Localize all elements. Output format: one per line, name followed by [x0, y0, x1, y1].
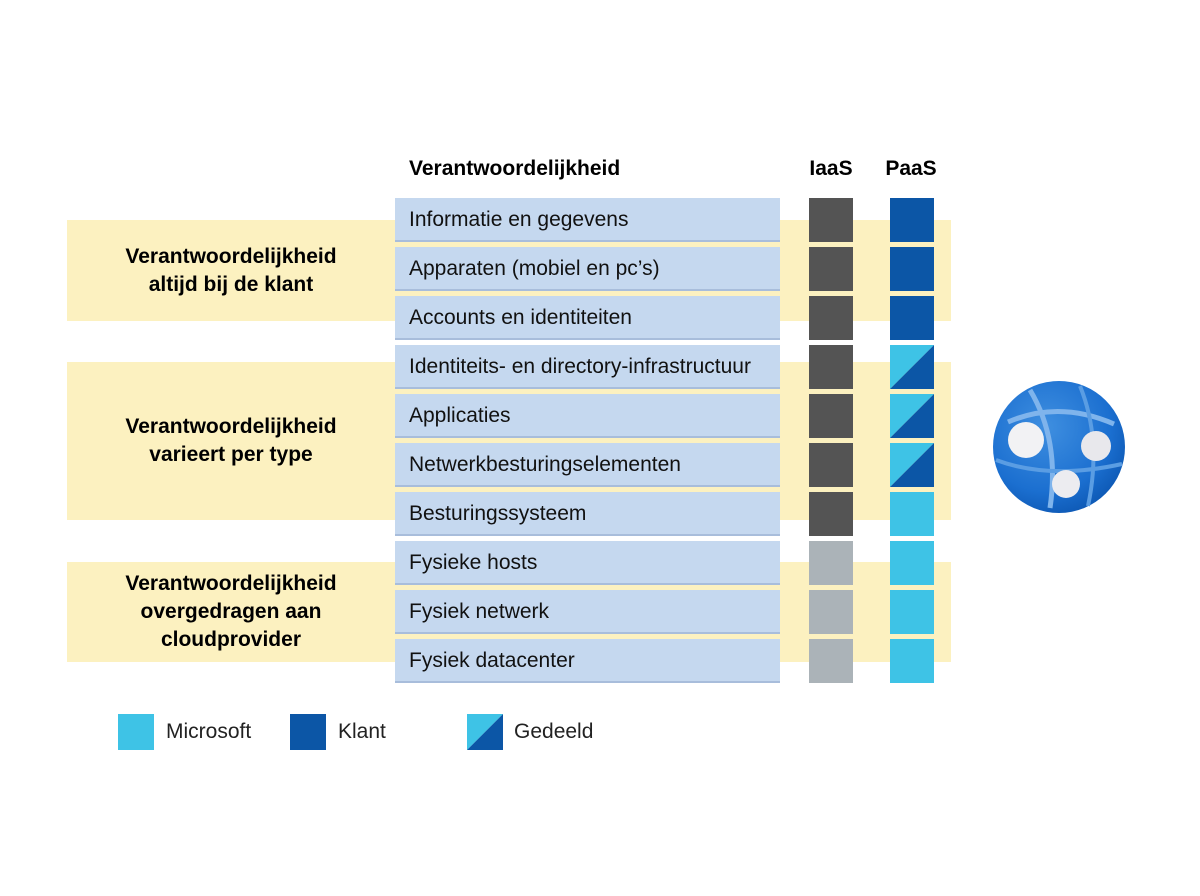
paas-cell	[890, 639, 934, 683]
iaas-cell	[809, 443, 853, 487]
legend-label-microsoft: Microsoft	[166, 720, 252, 743]
iaas-cell	[809, 394, 853, 438]
app-service-globe-icon	[990, 380, 1128, 514]
row-label: Netwerkbesturingselementen	[395, 443, 780, 487]
group-label-provider: Verantwoordelijkheid overgedragen aan cl…	[125, 572, 337, 651]
iaas-cell	[809, 345, 853, 389]
row-label: Fysiek datacenter	[395, 639, 780, 683]
row-label: Fysiek netwerk	[395, 590, 780, 634]
row-label: Accounts en identiteiten	[395, 296, 780, 340]
legend-label-gedeeld: Gedeeld	[514, 720, 594, 743]
iaas-cell	[809, 541, 853, 585]
paas-cell	[890, 492, 934, 536]
paas-cell	[890, 590, 934, 634]
responsibility-header: Verantwoordelijkheid	[409, 157, 621, 180]
paas-cell	[890, 394, 934, 438]
legend-label-klant: Klant	[338, 720, 386, 743]
paas-cell	[890, 198, 934, 242]
paas-cell	[890, 541, 934, 585]
iaas-cell	[809, 590, 853, 634]
row-label: Informatie en gegevens	[395, 198, 780, 242]
paas-header: PaaS	[885, 157, 937, 180]
iaas-cell	[809, 296, 853, 340]
row-label: Applicaties	[395, 394, 780, 438]
iaas-cell	[809, 492, 853, 536]
group-label-customer: Verantwoordelijkheid altijd bij de klant	[125, 244, 337, 296]
legend-swatch-klant	[290, 714, 326, 750]
paas-cell	[890, 296, 934, 340]
paas-cell	[890, 345, 934, 389]
row-label: Besturingssysteem	[395, 492, 780, 536]
row-label: Fysieke hosts	[395, 541, 780, 585]
paas-cell	[890, 247, 934, 291]
iaas-header: IaaS	[809, 157, 853, 180]
iaas-cell	[809, 198, 853, 242]
paas-cell	[890, 443, 934, 487]
row-label: Identiteits- en directory-infrastructuur	[395, 345, 780, 389]
legend-swatch-microsoft	[118, 714, 154, 750]
iaas-cell	[809, 247, 853, 291]
iaas-cell	[809, 639, 853, 683]
legend-swatch-gedeeld	[467, 714, 503, 750]
group-label-varies: Verantwoordelijkheid varieert per type	[125, 415, 337, 466]
row-label: Apparaten (mobiel en pc’s)	[395, 247, 780, 291]
